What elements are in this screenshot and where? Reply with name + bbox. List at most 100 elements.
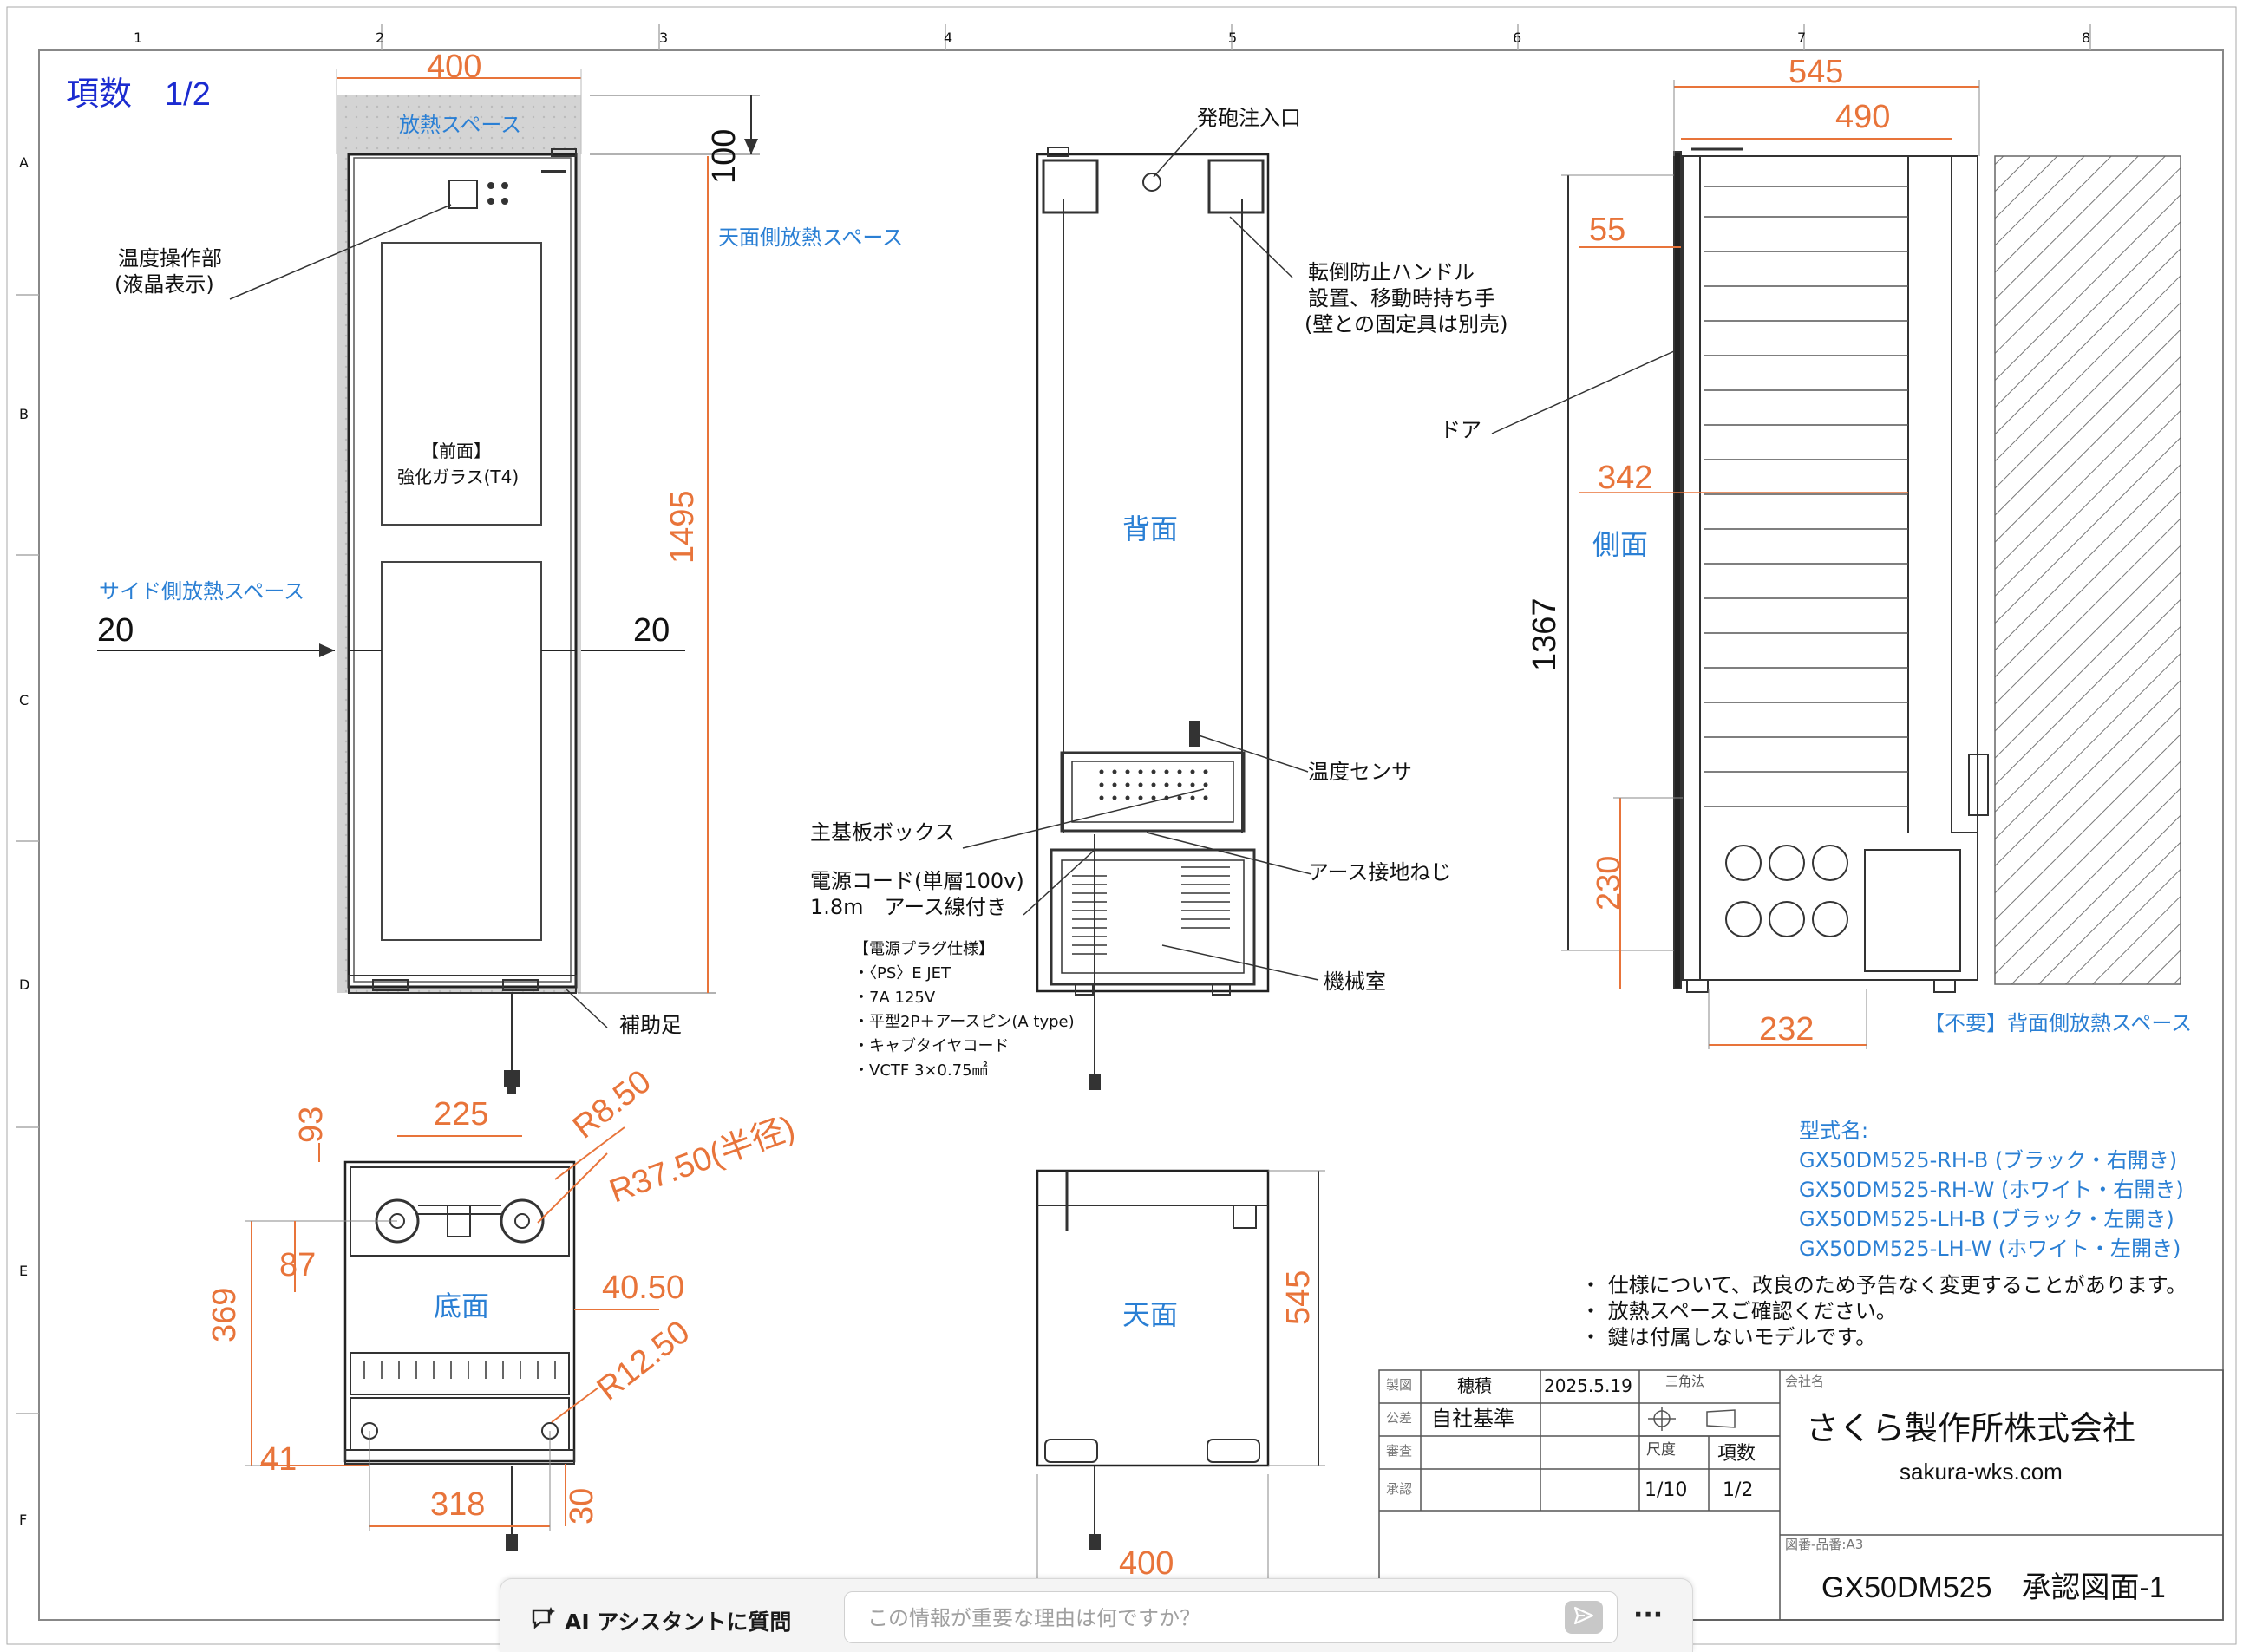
send-button[interactable] bbox=[1565, 1601, 1603, 1634]
tb-draw-name: 穂積 bbox=[1457, 1375, 1492, 1396]
tb-review-label: 審査 bbox=[1386, 1443, 1413, 1459]
front-height-dim: 1495 bbox=[664, 490, 701, 564]
tb-tolerance-label: 公差 bbox=[1386, 1410, 1413, 1426]
side-height-dim: 1367 bbox=[1527, 597, 1563, 671]
sparkle-chat-icon bbox=[530, 1605, 556, 1636]
sheet-row-label-f: F bbox=[19, 1512, 28, 1528]
note-item: ・ 仕様について、改良のため予告なく変更することがあります。 bbox=[1580, 1273, 2187, 1297]
ai-assistant-label: AI アシスタントに質問 bbox=[565, 1610, 792, 1635]
bottom-dim-225: 225 bbox=[434, 1096, 489, 1133]
top-depth-dim: 545 bbox=[1280, 1270, 1317, 1325]
sheet-row-label-a: A bbox=[19, 154, 29, 171]
top-view-title: 天面 bbox=[1122, 1298, 1179, 1331]
tb-company-label: 会社名 bbox=[1785, 1374, 1825, 1389]
foot-label: 補助足 bbox=[619, 1013, 682, 1037]
heat-space-label: 放熱スペース bbox=[399, 113, 522, 137]
tb-scale-label: 尺度 bbox=[1646, 1441, 1676, 1459]
model-item: GX50DM525-LH-B (ブラック・左開き) bbox=[1799, 1207, 2174, 1231]
model-item: GX50DM525-RH-B (ブラック・右開き) bbox=[1799, 1148, 2178, 1172]
sheet-col-label-5: 5 bbox=[1228, 29, 1238, 46]
plug-spec-line: ・平型2P＋アースピン(A type) bbox=[853, 1013, 1075, 1031]
bottom-dim-40-50: 40.50 bbox=[602, 1270, 685, 1306]
plug-spec-line: ・7A 125V bbox=[853, 989, 936, 1007]
handle-sublabel: 設置、移動時持ち手 bbox=[1308, 286, 1495, 310]
front-side-right-dim: 20 bbox=[633, 612, 670, 649]
plug-spec-line: ・〈PS〉E JET bbox=[853, 964, 951, 983]
model-heading: 型式名: bbox=[1799, 1119, 1869, 1143]
side-mid-dim: 342 bbox=[1598, 460, 1653, 496]
tb-pages-value: 1/2 bbox=[1723, 1479, 1754, 1501]
foam-inlet-label: 発砲注入口 bbox=[1197, 106, 1301, 130]
handle-label: 転倒防止ハンドル bbox=[1308, 260, 1475, 284]
board-box-label: 主基板ボックス bbox=[810, 820, 956, 845]
more-button[interactable]: ··· bbox=[1633, 1600, 1663, 1630]
bottom-view-title: 底面 bbox=[434, 1290, 490, 1322]
plug-spec-line: ・VCTF 3×0.75㎟ bbox=[853, 1061, 988, 1080]
front-top-dim: 100 bbox=[706, 128, 742, 184]
handle-note: (壁との固定具は別売) bbox=[1305, 312, 1508, 336]
ai-assistant-button[interactable]: AI アシスタントに質問 bbox=[530, 1605, 791, 1636]
model-item: GX50DM525-LH-W (ホワイト・左開き) bbox=[1799, 1237, 2181, 1261]
tb-company-url: sakura-wks.com bbox=[1900, 1459, 2063, 1485]
front-view bbox=[97, 69, 760, 1094]
side-bottom-dim: 230 bbox=[1591, 855, 1627, 911]
tb-drawing-no-label: 図番-品番:A3 bbox=[1785, 1537, 1864, 1552]
side-space-label: サイド側放熱スペース bbox=[99, 579, 305, 604]
sheet-col-label-7: 7 bbox=[1797, 29, 1807, 46]
sheet-col-label-4: 4 bbox=[944, 29, 953, 46]
sheet-row-label-e: E bbox=[19, 1263, 29, 1279]
side-view bbox=[1491, 80, 2181, 1049]
note-item: ・ 放熱スペースご確認ください。 bbox=[1580, 1299, 1897, 1323]
door-label: ドア bbox=[1440, 418, 1481, 442]
control-panel-sublabel: (液晶表示) bbox=[114, 272, 214, 297]
ai-assistant-bar: AI アシスタントに質問 ··· bbox=[500, 1578, 1693, 1652]
front-width-dim: 400 bbox=[427, 49, 482, 85]
earth-screw-label: アース接地ねじ bbox=[1308, 860, 1452, 885]
side-top-dim: 55 bbox=[1589, 212, 1626, 248]
bottom-dim-93: 93 bbox=[293, 1106, 330, 1143]
back-view bbox=[962, 127, 1319, 1090]
power-cord-label: 電源コード(単層100v) bbox=[810, 869, 1024, 893]
tb-scale-value: 1/10 bbox=[1645, 1479, 1688, 1501]
send-icon bbox=[1573, 1606, 1594, 1629]
front-glass-sublabel: 強化ガラス(T4) bbox=[397, 467, 520, 487]
sheet-col-label-8: 8 bbox=[2082, 29, 2091, 46]
no-back-space-label: 【不要】背面側放熱スペース bbox=[1924, 1011, 2193, 1035]
side-inner-dim: 490 bbox=[1835, 99, 1891, 135]
model-item: GX50DM525-RH-W (ホワイト・右開き) bbox=[1799, 1178, 2184, 1202]
top-width-dim: 400 bbox=[1119, 1545, 1174, 1582]
plug-spec-line: ・キャブタイヤコード bbox=[853, 1037, 1010, 1055]
tb-approve-label: 承認 bbox=[1386, 1481, 1413, 1497]
sheet-col-label-6: 6 bbox=[1513, 29, 1522, 46]
control-panel-label: 温度操作部 bbox=[118, 246, 222, 271]
top-view bbox=[1036, 1169, 1325, 1592]
top-space-label: 天面側放熱スペース bbox=[718, 225, 904, 250]
sheet-col-label-3: 3 bbox=[659, 29, 669, 46]
bottom-dim-369: 369 bbox=[206, 1287, 243, 1342]
tb-pages-label: 項数 bbox=[1717, 1443, 1756, 1465]
sheet-col-label-2: 2 bbox=[376, 29, 385, 46]
more-icon: ··· bbox=[1633, 1600, 1664, 1630]
bottom-view bbox=[245, 1126, 659, 1551]
front-side-left-dim: 20 bbox=[97, 612, 134, 649]
plug-spec-heading: 【電源プラグ仕様】 bbox=[853, 940, 994, 958]
machine-room-label: 機械室 bbox=[1324, 970, 1386, 994]
ai-question-input[interactable] bbox=[866, 1603, 1528, 1634]
temp-sensor-label: 温度センサ bbox=[1308, 760, 1412, 784]
back-view-title: 背面 bbox=[1122, 513, 1179, 545]
bottom-dim-318: 318 bbox=[430, 1486, 486, 1523]
bottom-dim-87: 87 bbox=[279, 1247, 317, 1283]
side-depth-dim: 545 bbox=[1789, 54, 1844, 90]
title-block bbox=[1378, 1369, 2224, 1621]
sheet-row-label-d: D bbox=[19, 976, 30, 993]
ai-question-field[interactable] bbox=[844, 1591, 1618, 1643]
page-count-label: 項数 1/2 bbox=[66, 76, 211, 113]
sheet-row-label-c: C bbox=[19, 692, 29, 708]
bottom-dim-30: 30 bbox=[564, 1487, 600, 1525]
tb-tolerance-value: 自社基準 bbox=[1431, 1407, 1514, 1431]
side-view-title: 側面 bbox=[1592, 528, 1649, 561]
power-cord-sublabel: 1.8m アース線付き bbox=[810, 895, 1007, 919]
tb-draw-date: 2025.5.19 bbox=[1544, 1375, 1632, 1396]
tb-draw-label: 製図 bbox=[1386, 1377, 1413, 1393]
